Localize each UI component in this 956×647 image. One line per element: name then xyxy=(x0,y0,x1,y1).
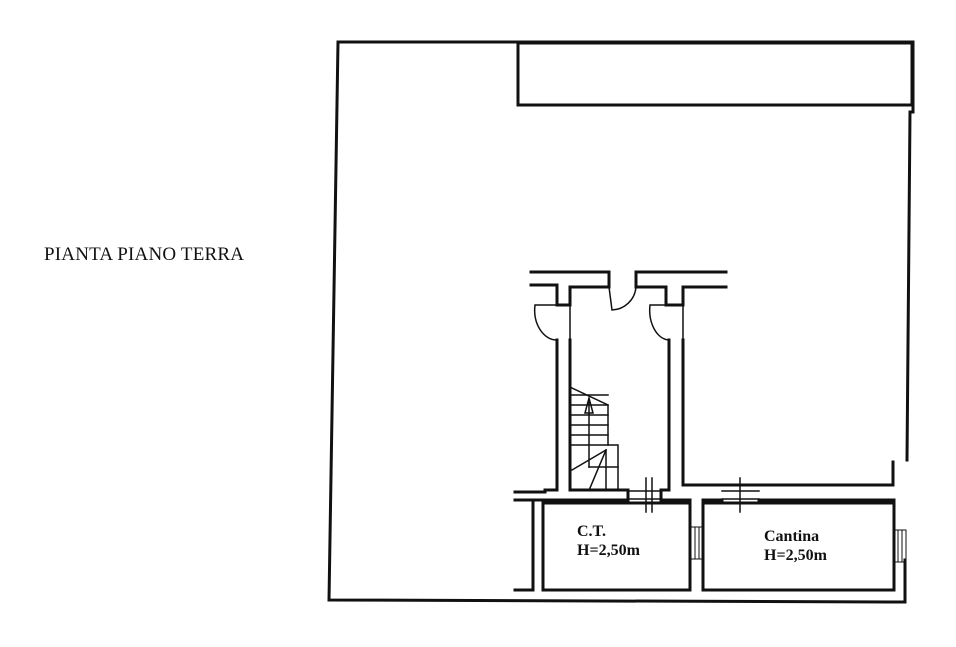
outer-boundary xyxy=(327,40,915,604)
room-label-ct: C.T. H=2,50m xyxy=(577,522,640,560)
staircase xyxy=(570,387,619,491)
room-height: H=2,50m xyxy=(577,542,640,559)
top-right-block xyxy=(516,41,914,107)
plan-title: PIANTA PIANO TERRA xyxy=(44,244,245,265)
stair-core-walls xyxy=(513,270,896,532)
vents xyxy=(690,526,907,563)
room-name: Cantina xyxy=(764,528,820,545)
doors xyxy=(533,286,684,341)
room-ct-walls xyxy=(513,498,692,592)
room-height: H=2,50m xyxy=(764,547,827,564)
opening-marks xyxy=(627,477,760,513)
room-label-cantina: Cantina H=2,50m xyxy=(764,527,827,565)
room-name: C.T. xyxy=(577,523,607,540)
